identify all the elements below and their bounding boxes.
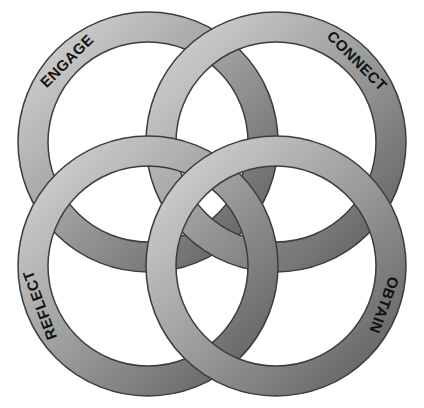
ring-label: ENGAGE xyxy=(37,31,96,90)
ring-inner-edge xyxy=(48,42,248,242)
ring-shape xyxy=(0,0,296,290)
ring-band-fill xyxy=(161,151,391,381)
ring-outer-edge xyxy=(146,136,406,396)
ring-band: REFLECT xyxy=(0,118,296,408)
ring-shape xyxy=(128,118,424,408)
ring-outer-edge xyxy=(18,136,278,396)
ring-inner-edge xyxy=(176,166,376,366)
ring-label: CONNECT xyxy=(325,28,391,94)
ring-band: OBTAIN xyxy=(128,118,424,408)
ring-band: ENGAGE xyxy=(0,0,296,290)
ring-shape xyxy=(0,118,296,408)
ring-band-fill xyxy=(161,27,391,257)
ring-label: OBTAIN xyxy=(367,275,401,336)
ring-band-fill xyxy=(33,27,263,257)
ring-label-holder: OBTAIN xyxy=(365,274,402,336)
ring-inner-edge xyxy=(176,42,376,242)
ring-label-holder: CONNECT xyxy=(323,27,391,95)
ring-shape xyxy=(128,0,424,290)
ring-band-fill xyxy=(33,151,263,381)
ring-label-holder: REFLECT xyxy=(19,268,61,342)
ring-inner-edge xyxy=(48,166,248,366)
ring-label: REFLECT xyxy=(20,269,59,342)
ring-outer-edge xyxy=(146,12,406,272)
ring-outer-edge xyxy=(18,12,278,272)
ring-label-holder: ENGAGE xyxy=(36,30,97,91)
ring-band: CONNECT xyxy=(128,0,424,290)
